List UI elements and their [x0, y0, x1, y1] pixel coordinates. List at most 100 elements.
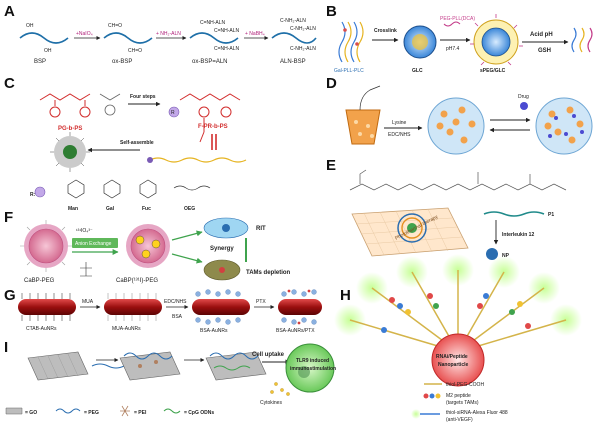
go-sheet-3: [205, 351, 267, 381]
p1-strand: [483, 211, 545, 217]
mua-label: MUA: [82, 299, 94, 305]
pg-b-ps-label: PG-b-PS: [58, 126, 82, 132]
legend-m2-target: (targets TAMs): [446, 400, 479, 406]
rit-label: RIT: [256, 226, 266, 232]
gal-pll-plc-chains: [338, 21, 364, 63]
legend-sirna-target: (anti-VEGF): [446, 417, 473, 423]
panel-label-a: A: [4, 3, 15, 20]
crosslink-label: Crosslink: [374, 28, 397, 34]
legend-peg-i-swatch: [55, 408, 81, 414]
cytokine-dots: [270, 382, 290, 396]
f-pr-b-ps-label: F-PR-b-PS: [198, 124, 228, 130]
panel-e: E Photothermal therapy P1 Interleukin 12…: [326, 157, 567, 260]
legend-sirna-swatch: [411, 409, 440, 419]
f-pr-b-ps-structure: [179, 93, 241, 143]
go-sheet-1: [27, 351, 89, 381]
arrow-f3: [171, 253, 203, 264]
ctab-aunr: [18, 293, 76, 321]
cytokines-label: Cytokines: [260, 400, 282, 406]
panel-label-b: B: [326, 3, 337, 20]
panel-g: G CTAB-AuNRs MUA MUA-AuNRs EDC/NHS BSA B…: [4, 287, 322, 334]
nanogel-loaded: [535, 97, 593, 155]
ctab-aunrs-label: CTAB-AuNRs: [26, 326, 57, 332]
panel-label-f: F: [4, 209, 13, 226]
group-man: Man: [68, 206, 78, 212]
legend-pei: = PEI: [134, 410, 147, 416]
legend-peg: thiol-PEG-COOH: [446, 382, 484, 388]
mua-aunr: [104, 293, 162, 321]
aln-bsp-chain: [271, 32, 317, 44]
bsp-oh-2: OH: [44, 48, 52, 54]
gsh-label: GSH: [538, 48, 551, 54]
legend-pei-swatch: [120, 405, 130, 417]
r-group-marker: [168, 106, 180, 118]
reagent-nabh4: + NaBH₄: [245, 31, 265, 37]
panel-i: I Cell uptake TLR9 induced immunostimula…: [4, 339, 336, 417]
anion-exchange-box: [72, 238, 118, 248]
ox-bsp-cho-1: CH=O: [108, 23, 122, 29]
panel-label-c: C: [4, 75, 15, 92]
bsa-reagent-label: BSA: [172, 314, 183, 320]
legend-sirna: thiol-siRNA-Alexa Fluor 488: [446, 410, 508, 416]
immune-cell: [285, 343, 335, 393]
ox-bsp-chain: [103, 32, 153, 44]
aln-bsp-3: C-NH₂-ALN: [290, 46, 316, 52]
panel-c: C PG-b-PS Four steps R F-PR-b-PS Self-as…: [4, 75, 247, 212]
panel-a: A OH OH BSP +NaIO₄ CH=O CH=O ox-BSP + NH…: [4, 3, 317, 65]
go-sheet-2: [119, 351, 181, 381]
legend-m2: M2 peptide: [446, 393, 471, 399]
glc-label: GLC: [412, 68, 423, 74]
ox-bsp-name: ox-BSP: [112, 59, 132, 65]
bsp-oh-1: OH: [26, 23, 34, 29]
peg-pll-dca-label: PEG-PLL(DCA): [440, 16, 475, 22]
ox-bsp-aln-3: C=NH-ALN: [214, 46, 240, 52]
r-legend-marker: [34, 186, 46, 198]
aln-bsp-2: C-NH₂-ALN: [290, 26, 316, 32]
drug-marker: [520, 102, 528, 110]
np-label: NP: [502, 253, 510, 259]
gal-pll-plc-label: Gal-PLL-PLC: [334, 68, 364, 74]
legend-peg-i: = PEG: [84, 410, 99, 416]
ring-chain: [149, 157, 247, 163]
four-steps-label: Four steps: [130, 94, 156, 100]
group-oeg: OEG: [184, 206, 195, 212]
lysine-label: Lysine: [392, 120, 406, 126]
nanogel-empty: [427, 97, 485, 155]
panel-label-e: E: [326, 157, 336, 174]
panel-h: H RNAi/Peptide Nanoparticle thiol-PEG-CO…: [334, 254, 582, 423]
ox-bsp-aln-1: C=NH-ALN: [200, 20, 226, 26]
tlr9-label-1: TLR9 induced: [296, 358, 329, 364]
ox-bsp-aln-2: C=NH-ALN: [214, 28, 240, 34]
panel-f: F CaBP-PEG ¹³¹IO₄³⁻ Anion Exchange CaBP(…: [4, 209, 291, 284]
cabp-i-label: CaBP(¹³¹I)-PEG: [116, 278, 158, 284]
cabp-peg-label: CaBP-PEG: [24, 278, 55, 284]
cell-uptake-label: Cell uptake: [252, 352, 285, 358]
group-gal: Gal: [106, 206, 115, 212]
panel-d: D Lysine EDC/NHS Drug: [326, 75, 593, 155]
bsp-name: BSP: [34, 59, 46, 65]
acid-ph-label: Acid pH: [530, 32, 553, 38]
edc-nhs-label: EDC/NHS: [388, 132, 411, 138]
ph74-label: pH7.4: [446, 46, 460, 52]
h-peptide-beads: [381, 293, 531, 333]
panel-label-d: D: [326, 75, 337, 92]
bsa-aunrs-ptx-label: BSA-AuNRs/PTX: [276, 328, 315, 334]
panel-label-i: I: [4, 339, 8, 356]
rnai-nanoparticle-core: [431, 333, 485, 387]
ox-bsp-aln-chain: [189, 32, 239, 44]
h-title-1: RNAi/Peptide: [436, 354, 468, 360]
reagent-aln: + NH₂-ALN: [156, 31, 181, 37]
interleukin-label: Interleukin 12: [502, 232, 534, 238]
h-title-2: Nanoparticle: [438, 362, 469, 368]
micelle-core: [63, 145, 77, 159]
bsa-aunrs-label: BSA-AuNRs: [200, 328, 228, 334]
legend-m2-swatch: [423, 393, 441, 399]
p1-label: P1: [548, 212, 554, 218]
r-marker-text: R: [171, 110, 175, 116]
cyclodextrin-cup: [345, 109, 381, 145]
aln-bsp-name: ALN-BSP: [280, 59, 306, 65]
mua-aunrs-label: MUA-AuNRs: [112, 326, 141, 332]
bsp-chain: [19, 32, 69, 44]
np-marker: [486, 248, 498, 260]
